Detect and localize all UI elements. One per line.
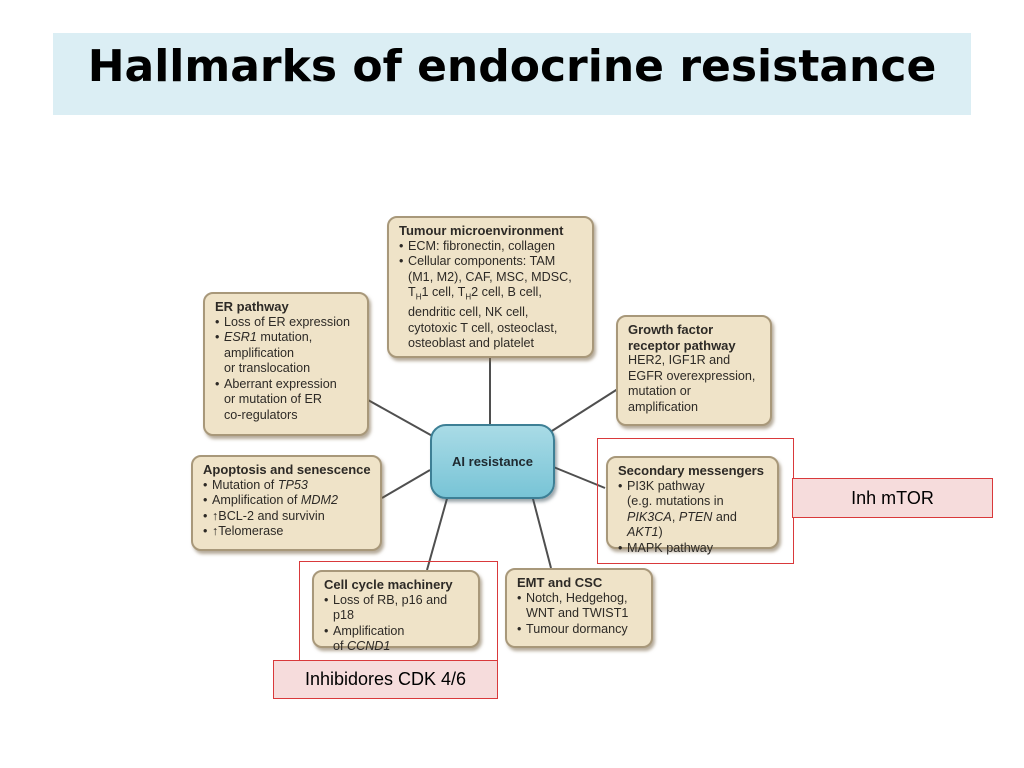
cellcycle-highlight-frame	[299, 561, 498, 662]
secondary-title: Secondary messengers	[618, 463, 764, 478]
cellcycle-item-ccnd1: Amplification of CCND1	[324, 624, 470, 655]
apoptosis-item-mdm2: Amplification of MDM2	[203, 493, 372, 509]
er-title: ER pathway	[215, 299, 289, 314]
connector-growth	[543, 384, 625, 437]
cellcycle-item-loss: Loss of RB, p16 and p18	[324, 593, 470, 624]
secondary-highlight-frame	[597, 438, 794, 564]
emt-csc-box: EMT and CSC Notch, Hedgehog, WNT and TWI…	[505, 568, 653, 648]
apoptosis-item-tp53: Mutation of TP53	[203, 478, 372, 494]
er-item-esr1: ESR1 mutation, amplification or transloc…	[215, 330, 359, 377]
apoptosis-box: Apoptosis and senescence Mutation of TP5…	[191, 455, 382, 551]
connector-apoptosis	[381, 469, 431, 499]
tumour-ecm: ECM: fibronectin, collagen	[399, 239, 584, 255]
growth-title: Growth factor receptor pathway	[628, 322, 736, 353]
emt-item-dormancy: Tumour dormancy	[517, 622, 643, 638]
connector-emt	[531, 494, 552, 569]
er-item-aberrant: Aberrant expression or mutation of ER co…	[215, 377, 359, 424]
apoptosis-item-bcl2: ↑BCL-2 and survivin	[203, 509, 372, 525]
secondary-item-pi3k: PI3K pathway (e.g. mutations in PIK3CA, …	[618, 479, 769, 541]
up-arrow-icon: ↑	[212, 508, 219, 523]
er-item-loss: Loss of ER expression	[215, 315, 359, 331]
cell-cycle-box: Cell cycle machinery Loss of RB, p16 and…	[312, 570, 480, 653]
cdk-annotation-label: Inhibidores CDK 4/6	[273, 660, 498, 699]
er-pathway-box: ER pathway Loss of ER expression ESR1 mu…	[203, 292, 369, 436]
growth-factor-box: Growth factor receptor pathway HER2, IGF…	[616, 315, 772, 426]
apoptosis-item-telomerase: ↑Telomerase	[203, 524, 372, 540]
cellcycle-title: Cell cycle machinery	[324, 577, 453, 592]
tumour-title: Tumour microenvironment	[399, 223, 564, 238]
growth-body: HER2, IGF1R and EGFR overexpression, mut…	[628, 353, 756, 414]
slide-title: Hallmarks of endocrine resistance	[87, 41, 937, 92]
connector-cellcycle	[426, 494, 449, 571]
tumour-microenvironment-box: Tumour microenvironment ECM: fibronectin…	[387, 216, 594, 358]
secondary-messengers-box: Secondary messengers PI3K pathway (e.g. …	[606, 456, 779, 556]
mtor-annotation-label: Inh mTOR	[792, 478, 993, 518]
secondary-item-mapk: MAPK pathway	[618, 541, 769, 557]
emt-item-notch: Notch, Hedgehog, WNT and TWIST1	[517, 591, 643, 622]
up-arrow-icon: ↑	[212, 524, 219, 538]
apoptosis-title: Apoptosis and senescence	[203, 462, 371, 477]
emt-title: EMT and CSC	[517, 575, 603, 590]
ai-resistance-node: AI resistance	[430, 424, 555, 499]
tumour-cellular: Cellular components: TAM (M1, M2), CAF, …	[399, 254, 584, 352]
title-banner: Hallmarks of endocrine resistance	[53, 33, 971, 115]
connector-secondary	[550, 465, 606, 489]
connector-er	[367, 399, 437, 439]
